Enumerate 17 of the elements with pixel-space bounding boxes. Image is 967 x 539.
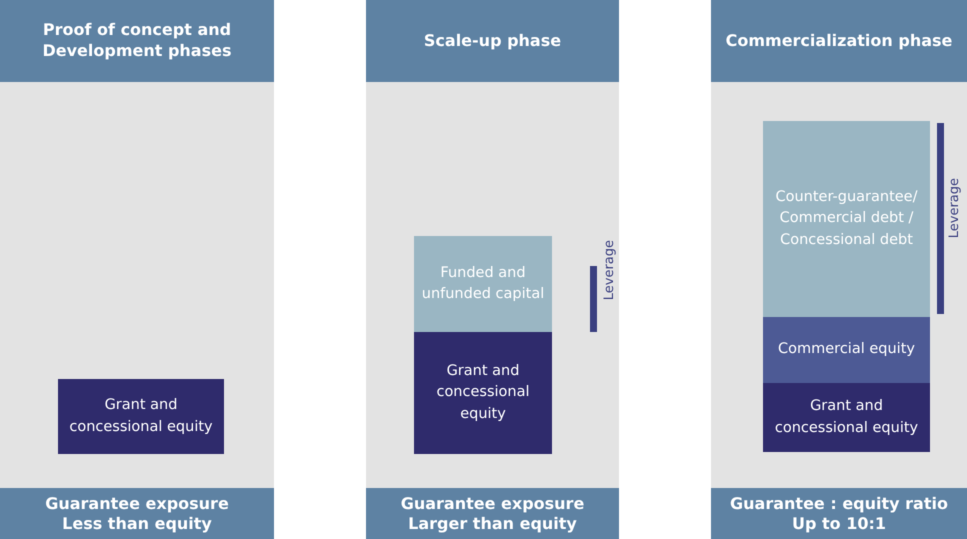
leverage-label: Leverage: [602, 240, 617, 300]
debt-box: Counter-guarantee/ Commercial debt / Concessional debt: [763, 121, 930, 317]
phase-panel: [366, 0, 619, 539]
grant-equity-box: Grant and concessional equity: [414, 332, 552, 454]
phase-footer: Guarantee exposure Larger than equity: [366, 488, 619, 539]
phase-footer: Guarantee : equity ratio Up to 10:1: [711, 488, 967, 539]
grant-equity-box: Grant and concessional equity: [58, 379, 224, 454]
phase-header: Proof of concept and Development phases: [0, 0, 274, 82]
phase-panel: [0, 0, 274, 539]
phase-footer: Guarantee exposure Less than equity: [0, 488, 274, 539]
grant-equity-box: Grant and concessional equity: [763, 383, 930, 452]
phase-header: Commercialization phase: [711, 0, 967, 82]
leverage-label: Leverage: [947, 178, 962, 238]
capital-box: Funded and unfunded capital: [414, 236, 552, 332]
phase-panel: [711, 0, 967, 539]
phase-header: Scale-up phase: [366, 0, 619, 82]
commercial-equity-box: Commercial equity: [763, 317, 930, 383]
